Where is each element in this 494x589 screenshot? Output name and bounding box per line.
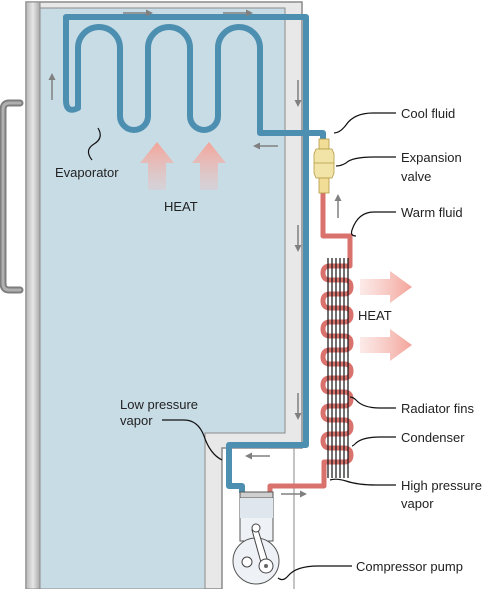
heat-arrow-out-bottom: [360, 329, 412, 361]
door-handle: [0, 99, 24, 294]
flow-arrow-down-3: [294, 393, 302, 420]
compressor-top-cap: [239, 491, 274, 499]
label-condenser: Condenser: [401, 430, 465, 445]
leader-low-pressure: [162, 419, 223, 461]
flow-arrow-down-2: [294, 225, 302, 252]
label-low-pressure-1: Low pressure: [120, 397, 198, 412]
flow-arrow-down-1: [294, 80, 302, 107]
flow-arrow-left-1: [253, 142, 278, 150]
flow-arrow-up-valve: [334, 194, 342, 218]
label-high-pressure-2: vapor: [401, 496, 434, 511]
flow-arrow-left-2: [245, 452, 270, 460]
leader-high-pressure: [329, 478, 396, 486]
radiator-fins: [327, 258, 349, 478]
label-evaporator: Evaporator: [55, 165, 119, 180]
heat-label-inside: HEAT: [164, 199, 198, 214]
door-handle-highlight: [1, 101, 22, 292]
leader-radiator-fins: [349, 396, 396, 409]
label-expansion-valve-1: Expansion: [401, 150, 462, 165]
flow-arrow-up-left: [48, 73, 56, 100]
leader-condenser: [351, 436, 396, 447]
expansion-valve: [313, 138, 335, 194]
heat-arrow-left: [140, 142, 174, 190]
leader-expansion-valve: [335, 156, 396, 167]
label-compressor-pump: Compressor pump: [356, 559, 463, 574]
heat-arrows-outside: [360, 271, 412, 361]
labels: Evaporator Cool fluid Expansion valve Wa…: [55, 106, 482, 574]
leader-lines: [87, 112, 396, 581]
label-radiator-fins: Radiator fins: [401, 401, 474, 416]
heat-arrow-right: [192, 142, 226, 190]
flow-arrows: [48, 9, 342, 498]
flow-arrow-right-1: [123, 9, 153, 17]
leader-compressor: [277, 565, 352, 581]
label-expansion-valve-2: valve: [401, 169, 431, 184]
fridge-interior: [39, 7, 286, 589]
heat-label-outside: HEAT: [358, 308, 392, 323]
flow-arrow-right-3: [281, 490, 307, 498]
label-warm-fluid: Warm fluid: [401, 205, 463, 220]
fridge-door-edge: [25, 1, 41, 589]
refrigerator: [0, 1, 303, 589]
leader-cool-fluid: [333, 112, 396, 134]
leader-evaporator: [87, 127, 101, 161]
label-low-pressure-2: vapor: [120, 413, 153, 428]
label-high-pressure-1: High pressure: [401, 478, 482, 493]
flow-arrow-right-2: [223, 9, 253, 17]
label-cool-fluid: Cool fluid: [401, 106, 455, 121]
heat-arrow-out-top: [360, 271, 412, 303]
heat-arrows-inside: [140, 142, 226, 190]
compressor-pump: [232, 491, 280, 585]
leader-warm-fluid: [350, 211, 396, 237]
evaporator-coil: [63, 14, 326, 495]
